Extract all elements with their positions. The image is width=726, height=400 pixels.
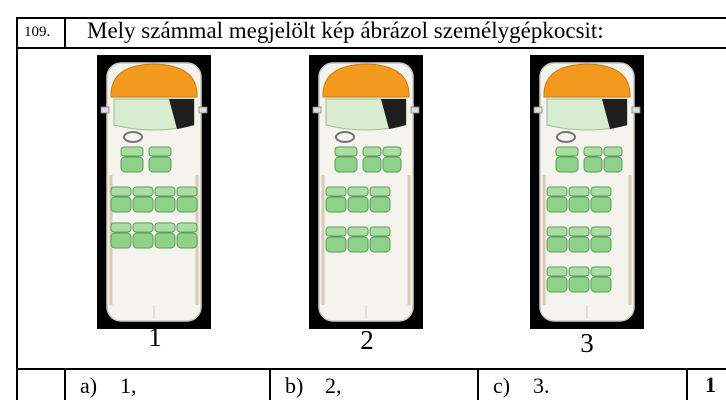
answer-value-a: 1, <box>120 373 137 398</box>
van-topview-icon <box>309 55 423 329</box>
seat-row-2-2 <box>369 186 391 213</box>
answer-divider-3 <box>477 368 479 400</box>
images-row-divider <box>16 368 726 370</box>
seat-passenger-1 <box>583 146 603 173</box>
mirror-left <box>100 106 110 114</box>
steering-wheel-icon <box>556 131 576 143</box>
seat-row-1-0 <box>110 186 132 213</box>
seat-row-2-2 <box>590 186 612 213</box>
answer-option-b[interactable]: b) 2, <box>285 373 342 399</box>
seat-row-1-3 <box>176 186 198 213</box>
question-text: Mely számmal megjelölt kép ábrázol szemé… <box>87 18 604 43</box>
table-left-border <box>16 17 18 400</box>
mirror-left <box>533 106 543 114</box>
question-row-divider <box>16 47 726 49</box>
seat-row-3-0 <box>546 226 568 253</box>
seat-row-3-1 <box>568 226 590 253</box>
van-hood <box>322 63 410 98</box>
mirror-right <box>198 106 208 114</box>
answer-letter-a: a) <box>80 373 98 398</box>
answer-divider-4 <box>686 368 688 400</box>
question-number: 109. <box>24 24 51 40</box>
windshield-shadow <box>602 99 627 129</box>
windshield-shadow <box>381 99 406 129</box>
seat-row-4-0 <box>546 266 568 293</box>
seat-row-3-2 <box>369 226 391 253</box>
seat-passenger-1 <box>362 146 382 173</box>
image-label-1: 1 <box>148 322 162 352</box>
windshield-shadow <box>169 99 194 129</box>
steering-wheel-icon <box>123 131 143 143</box>
score-value: 1 <box>705 372 716 397</box>
van-hood <box>110 63 198 98</box>
question-number-divider <box>64 17 66 47</box>
van-image-1[interactable] <box>97 55 211 329</box>
seat-row-2-1 <box>132 222 154 249</box>
seat-row-3-1 <box>347 226 369 253</box>
seat-row-4-1 <box>568 266 590 293</box>
van-image-2[interactable] <box>309 55 423 329</box>
image-label-3: 3 <box>580 328 594 358</box>
van-topview-icon <box>97 55 211 329</box>
table-top-border <box>16 17 726 19</box>
answer-option-c[interactable]: c) 3. <box>493 373 550 399</box>
image-label-2: 2 <box>360 325 374 355</box>
seat-driver <box>555 146 579 173</box>
answer-letter-c: c) <box>493 373 511 398</box>
seat-row-2-0 <box>110 222 132 249</box>
van-hood <box>543 63 631 98</box>
answer-value-b: 2, <box>325 373 342 398</box>
seat-row-2-0 <box>546 186 568 213</box>
answer-value-c: 3. <box>533 373 550 398</box>
seat-row-2-1 <box>347 186 369 213</box>
seat-row-1-2 <box>154 186 176 213</box>
answer-divider-1 <box>64 368 66 400</box>
seat-driver <box>334 146 358 173</box>
answer-divider-2 <box>269 368 271 400</box>
seat-row-3-2 <box>590 226 612 253</box>
seat-row-3-0 <box>325 226 347 253</box>
van-image-3[interactable] <box>530 55 644 329</box>
answer-option-a[interactable]: a) 1, <box>80 373 137 399</box>
seat-passenger-2 <box>382 146 402 173</box>
seat-row-2-0 <box>325 186 347 213</box>
steering-wheel-icon <box>335 131 355 143</box>
van-topview-icon <box>530 55 644 329</box>
mirror-right <box>410 106 420 114</box>
seat-row-2-2 <box>154 222 176 249</box>
mirror-left <box>312 106 322 114</box>
answer-letter-b: b) <box>285 373 304 398</box>
seat-passenger-2 <box>603 146 623 173</box>
seat-front-right <box>148 146 172 173</box>
mirror-right <box>631 106 641 114</box>
seat-row-2-3 <box>176 222 198 249</box>
seat-row-4-2 <box>590 266 612 293</box>
seat-row-2-1 <box>568 186 590 213</box>
seat-row-1-1 <box>132 186 154 213</box>
seat-front-left <box>120 146 144 173</box>
